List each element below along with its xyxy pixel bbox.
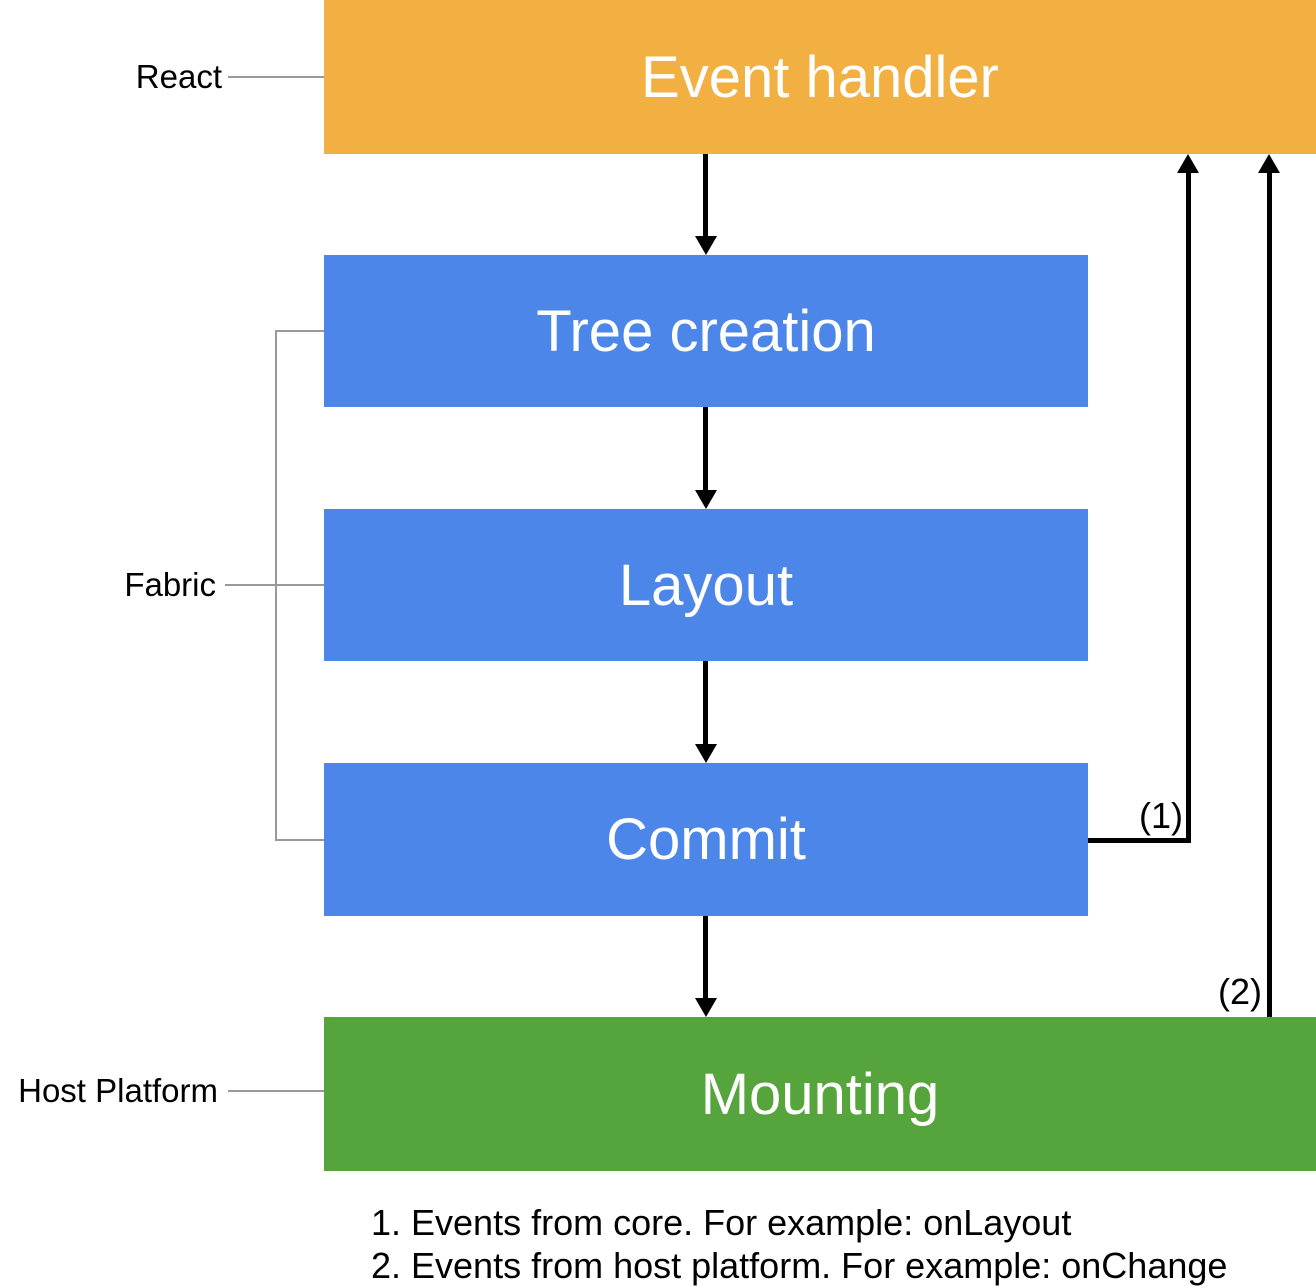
node-tree-creation: Tree creation [324,255,1088,407]
arrow-mounting-feedback-head [1258,154,1280,173]
arrow-event-to-tree-head [695,236,717,255]
arrow-mounting-feedback-vertical-line [1267,170,1272,1017]
arrow-layout-to-commit-line [703,661,708,744]
edge-label-2: (2) [1218,971,1262,1012]
arrow-tree-to-layout-line [703,407,708,490]
label-react: React [135,58,222,95]
arrow-tree-to-layout-head [695,490,717,509]
arrow-commit-feedback-vertical-line [1186,170,1191,843]
fabric-connector-line [225,584,324,586]
label-fabric: Fabric [124,566,216,603]
node-event-handler: Event handler [324,0,1316,154]
node-commit: Commit [324,763,1088,916]
fabric-bracket-bottom-stub [275,839,324,841]
node-mounting: Mounting [324,1017,1316,1171]
fabric-bracket-top-stub [275,330,324,332]
arrow-commit-to-mounting-line [703,916,708,998]
arrow-commit-feedback-horizontal-line [1088,838,1191,843]
fabric-bracket-vertical-line [275,330,277,841]
label-host-platform: Host Platform [18,1072,218,1109]
note-events-from-host-platform: 2. Events from host platform. For exampl… [371,1245,1228,1286]
node-layout: Layout [324,509,1088,661]
arrow-layout-to-commit-head [695,744,717,763]
arrow-event-to-tree-line [703,154,708,237]
react-connector-line [228,76,324,78]
arrow-commit-to-mounting-head [695,998,717,1017]
arrow-commit-feedback-head [1177,154,1199,173]
host-platform-connector-line [228,1090,324,1092]
note-events-from-core: 1. Events from core. For example: onLayo… [371,1202,1072,1243]
edge-label-1: (1) [1139,795,1183,836]
